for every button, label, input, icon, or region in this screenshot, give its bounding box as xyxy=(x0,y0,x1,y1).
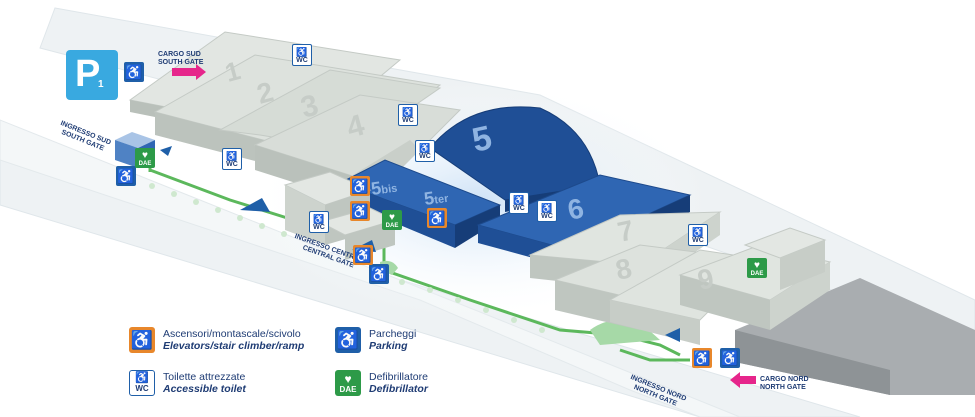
parking-icon[interactable]: ♿ xyxy=(124,62,144,82)
accessible-elevator-icon[interactable]: ♿ xyxy=(350,176,370,196)
defibrillator-icon[interactable]: ♥DAE xyxy=(382,210,402,230)
dae-text: DAE xyxy=(339,384,357,394)
accessible-elevator-icon[interactable]: ♿ xyxy=(353,245,373,265)
accessible-toilet-icon[interactable]: ♿WC xyxy=(537,200,557,222)
wc-text: WC xyxy=(541,213,553,220)
hall-7-label: 7 xyxy=(615,214,637,248)
wc-text: WC xyxy=(692,237,704,244)
dae-text: DAE xyxy=(750,271,764,277)
cargo-nord-label: CARGO NORD NORTH GATE xyxy=(760,376,809,392)
hall-5ter-label: 5ter xyxy=(423,186,450,209)
accessible-toilet-icon[interactable]: ♿WC xyxy=(222,148,242,170)
legend-item-defibrillator: ♥DAE Defibrillatore Defibrillator xyxy=(335,370,428,396)
defibrillator-icon: ♥DAE xyxy=(335,370,361,396)
hall-9-label: 9 xyxy=(695,262,717,296)
cargo-sud-line2: SOUTH GATE xyxy=(158,59,204,66)
cargo-sud-arrow xyxy=(172,64,206,80)
wc-text: WC xyxy=(296,57,308,64)
defibrillator-icon[interactable]: ♥DAE xyxy=(135,148,155,168)
legend-parking-label-en: Parking xyxy=(369,340,408,352)
legend-item-parking: ♿ Parcheggi Parking xyxy=(335,327,416,353)
accessible-toilet-icon[interactable]: ♿WC xyxy=(292,44,312,66)
defibrillator-icon[interactable]: ♥DAE xyxy=(747,258,767,278)
legend-defibrillator-label: Defibrillatore xyxy=(369,371,428,383)
hall-group-7-9 xyxy=(528,211,832,345)
accessible-elevator-icon[interactable]: ♿ xyxy=(692,348,712,368)
cargo-sud-line1: CARGO SUD xyxy=(158,51,201,58)
wc-text: WC xyxy=(419,153,431,160)
trees xyxy=(149,183,545,333)
accessible-toilet-icon[interactable]: ♿WC xyxy=(415,140,435,162)
cargo-nord-line2: NORTH GATE xyxy=(760,384,806,391)
cargo-sud-label: CARGO SUD SOUTH GATE xyxy=(158,51,203,67)
wc-text: WC xyxy=(402,117,414,124)
legend-item-elevators: ♿ Ascensori/montascale/scivolo Elevators… xyxy=(129,327,304,353)
hall-2-label: 2 xyxy=(254,76,277,110)
legend-item-toilet: ♿WC Toilette attrezzate Accessible toile… xyxy=(129,370,246,396)
parking-number: 1 xyxy=(98,79,104,90)
parking-letter: P xyxy=(75,53,101,95)
accessible-elevator-icon[interactable]: ♿ xyxy=(427,208,447,228)
parking-icon[interactable]: ♿ xyxy=(720,348,740,368)
wc-text: WC xyxy=(313,224,325,231)
cargo-nord-arrow xyxy=(730,372,756,388)
legend-toilet-label-en: Accessible toilet xyxy=(163,383,246,395)
legend-toilet-label: Toilette attrezzate xyxy=(163,371,246,383)
hall-5bis-label: 5bis xyxy=(370,176,398,199)
accessible-toilet-icon: ♿WC xyxy=(129,370,155,396)
accessible-toilet-icon[interactable]: ♿WC xyxy=(688,224,708,246)
parking-icon: ♿ xyxy=(335,327,361,353)
parking-p1-sign[interactable]: P 1 xyxy=(66,50,118,100)
dae-text: DAE xyxy=(385,223,399,229)
accessible-toilet-icon[interactable]: ♿WC xyxy=(309,211,329,233)
parking-icon[interactable]: ♿ xyxy=(116,166,136,186)
accessible-elevator-icon[interactable]: ♿ xyxy=(350,201,370,221)
legend-elevators-label-en: Elevators/stair climber/ramp xyxy=(163,340,305,352)
legend-elevators-label: Ascensori/montascale/scivolo xyxy=(163,328,301,340)
accessible-toilet-icon[interactable]: ♿WC xyxy=(509,192,529,214)
accessible-toilet-icon[interactable]: ♿WC xyxy=(398,104,418,126)
hall-6-label: 6 xyxy=(565,192,587,226)
parking-icon[interactable]: ♿ xyxy=(369,264,389,284)
dae-text: DAE xyxy=(138,161,152,167)
cargo-nord-line1: CARGO NORD xyxy=(760,376,809,383)
hall-8-label: 8 xyxy=(613,252,635,286)
accessible-elevator-icon: ♿ xyxy=(129,327,155,353)
legend-defibrillator-label-en: Defibrillator xyxy=(369,383,428,395)
legend-parking-label: Parcheggi xyxy=(369,328,417,340)
wc-text: WC xyxy=(513,205,525,212)
hall-group-1-4 xyxy=(128,31,462,205)
wc-text: WC xyxy=(135,384,149,393)
wc-text: WC xyxy=(226,161,238,168)
